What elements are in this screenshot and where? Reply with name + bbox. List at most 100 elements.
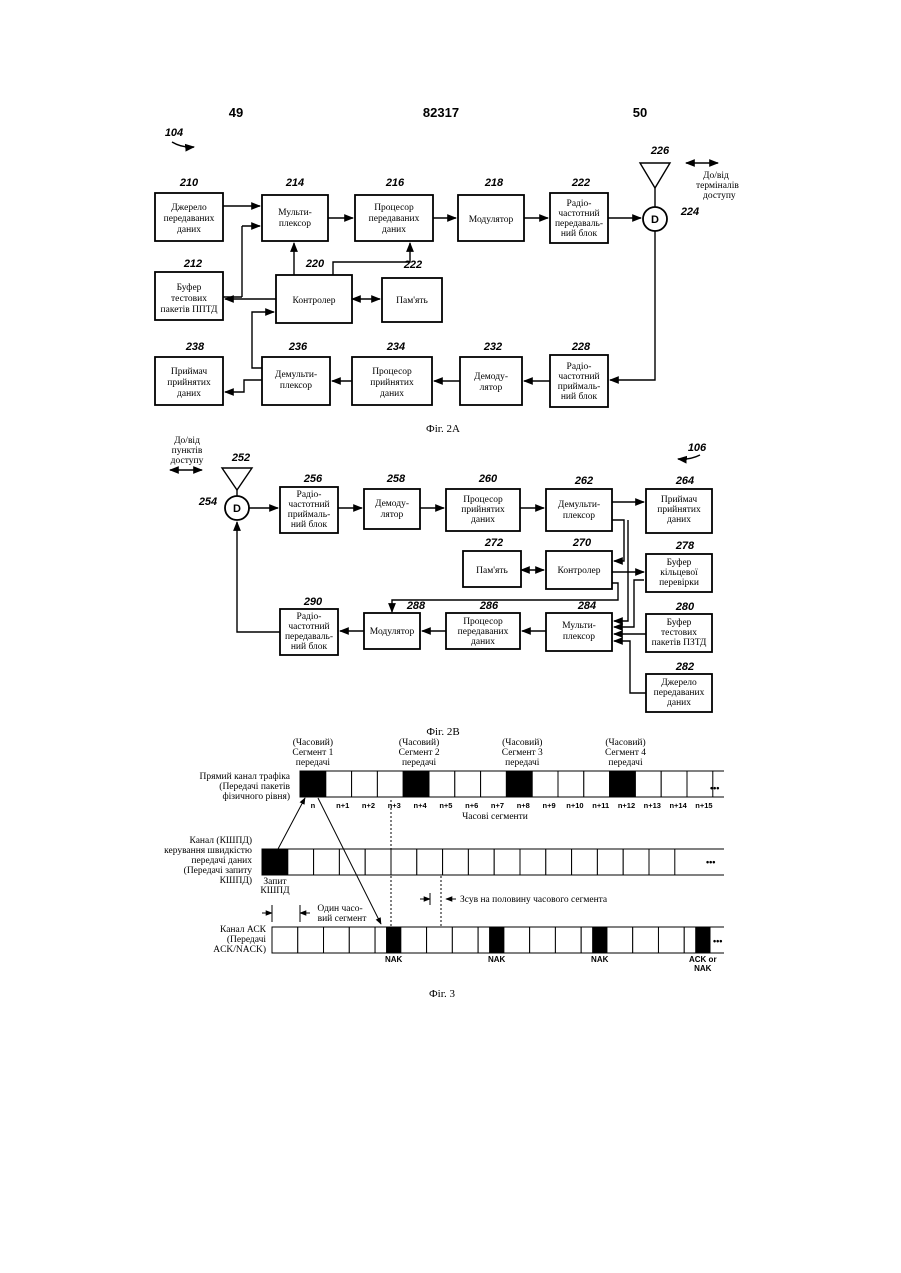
svg-text:Процесор: Процесор: [372, 367, 412, 377]
fig2b-caption: Фіг. 2В: [426, 726, 459, 738]
drc-slot: [597, 849, 623, 875]
svg-text:Контролер: Контролер: [292, 296, 335, 306]
svg-text:пакетів ППТД: пакетів ППТД: [161, 305, 218, 315]
duplexer-254: D 254: [198, 496, 249, 520]
svg-text:прийнятих: прийнятих: [167, 377, 211, 388]
block-rx-data-sink: 238 Приймач прийнятих даних: [155, 341, 223, 405]
forward-slot: [584, 771, 610, 797]
svg-text:284: 284: [577, 600, 596, 612]
ack-slot-active: [696, 927, 710, 953]
document-number: 82317: [423, 105, 459, 120]
svg-text:даних: даних: [471, 515, 495, 525]
svg-text:передаваль-: передаваль-: [285, 632, 333, 642]
svg-text:ний блок: ний блок: [291, 519, 328, 530]
svg-text:ACK/NACK): ACK/NACK): [213, 944, 266, 955]
slot-number: n: [311, 801, 316, 810]
ack-slot: [324, 927, 350, 953]
svg-text:плексор: плексор: [279, 219, 311, 229]
slot-number-labels: nn+1n+2n+3n+4n+5n+6n+7n+8n+9n+10n+11n+12…: [311, 801, 713, 810]
svg-text:частотний: частотний: [558, 208, 599, 219]
segment-label: Сегмент 1: [292, 748, 333, 758]
slot-number: n+15: [695, 801, 712, 810]
ack-slot: [452, 927, 478, 953]
block-memory: 222 Пам'ять: [382, 259, 442, 322]
forward-slot: [610, 771, 636, 797]
figure-2a: 104 210 Джерело передаваних даних 214 Му…: [155, 127, 739, 435]
svg-text:Демульти-: Демульти-: [275, 370, 317, 380]
half-slot-marker: Зсув на половину часового сегмента: [420, 893, 608, 905]
svg-text:214: 214: [285, 177, 304, 189]
drc-ellipsis: •••: [706, 857, 715, 867]
svg-text:тестових: тестових: [171, 294, 207, 304]
svg-text:264: 264: [675, 475, 694, 487]
ack-channel-label: Канал АСК (Передачі ACK/NACK): [213, 925, 266, 955]
slot-number: n+7: [491, 801, 504, 810]
slot-number: n+1: [336, 801, 349, 810]
forward-slot: [326, 771, 352, 797]
svg-text:частотний: частотний: [288, 621, 329, 632]
svg-text:Буфер: Буфер: [667, 617, 692, 628]
ack-slot: [607, 927, 633, 953]
svg-text:частотний: частотний: [288, 499, 329, 510]
svg-text:передаваних: передаваних: [164, 214, 215, 224]
svg-text:пунктів: пунктів: [172, 446, 203, 456]
fig2a-caption: Фіг. 2А: [426, 423, 460, 435]
block-demultiplexer: 236 Демульти- плексор: [262, 341, 330, 405]
svg-text:плексор: плексор: [563, 511, 595, 521]
svg-text:Демоду-: Демоду-: [474, 372, 508, 382]
forward-slot: [481, 771, 507, 797]
slot-number: n+9: [543, 801, 556, 810]
fig3-caption: Фіг. 3: [429, 988, 456, 1000]
forward-slot: [300, 771, 326, 797]
svg-text:КШПД): КШПД): [220, 875, 252, 886]
svg-text:Процесор: Процесор: [463, 495, 503, 505]
svg-text:272: 272: [484, 537, 503, 549]
forward-slot: [635, 771, 661, 797]
antenna-226: 226: [640, 145, 670, 207]
svg-text:даних: даних: [382, 225, 406, 235]
svg-text:238: 238: [185, 341, 205, 353]
left-page-number: 49: [229, 105, 243, 120]
segment-label: передачі: [402, 758, 437, 768]
svg-text:236: 236: [288, 341, 308, 353]
block-rx-processor: 234 Процесор прийнятих даних: [352, 341, 432, 405]
forward-slot: [429, 771, 455, 797]
drc-slot: [339, 849, 365, 875]
svg-text:Мульти-: Мульти-: [278, 208, 312, 218]
svg-text:Радіо-: Радіо-: [567, 362, 592, 372]
ack-nak-labels: NAKNAKNAKACK orNAK: [385, 955, 717, 973]
slot-number: n+8: [517, 801, 530, 810]
ack-slot: [633, 927, 659, 953]
block-rf-receiver-2b: 256 Радіо- частотний приймаль- ний блок: [280, 473, 338, 533]
svg-text:частотний: частотний: [558, 371, 599, 382]
slot-number: n+4: [414, 801, 428, 810]
svg-text:передаваних: передаваних: [458, 627, 509, 637]
forward-slot: [377, 771, 403, 797]
block-multiplexer: 214 Мульти- плексор: [262, 177, 328, 241]
svg-text:Приймач: Приймач: [661, 494, 698, 505]
svg-text:222: 222: [571, 177, 590, 189]
svg-text:ний блок: ний блок: [561, 228, 598, 239]
right-page-number: 50: [633, 105, 647, 120]
svg-text:ний блок: ний блок: [291, 641, 328, 652]
svg-text:даних: даних: [667, 515, 691, 525]
svg-text:тестових: тестових: [661, 628, 697, 638]
svg-text:перевірки: перевірки: [659, 578, 699, 588]
svg-text:282: 282: [675, 661, 694, 673]
svg-text:210: 210: [179, 177, 199, 189]
svg-text:226: 226: [650, 145, 670, 157]
block-rf-transmitter-2b: 290 Радіо- частотний передаваль- ний бло…: [280, 596, 338, 655]
drc-slot: [494, 849, 520, 875]
fig2a-ref: 104: [165, 127, 183, 139]
segment-label: передачі: [608, 758, 643, 768]
drc-slot: [649, 849, 675, 875]
svg-text:доступу: доступу: [703, 191, 736, 201]
svg-text:218: 218: [484, 177, 504, 189]
forward-slot: [403, 771, 429, 797]
svg-text:даних: даних: [471, 637, 495, 647]
segment-label: (Часовий): [293, 737, 333, 748]
segment-label: Сегмент 4: [605, 748, 646, 758]
svg-text:Модулятор: Модулятор: [469, 215, 514, 225]
svg-text:До/від: До/від: [703, 171, 729, 181]
svg-text:ний блок: ний блок: [561, 391, 598, 402]
